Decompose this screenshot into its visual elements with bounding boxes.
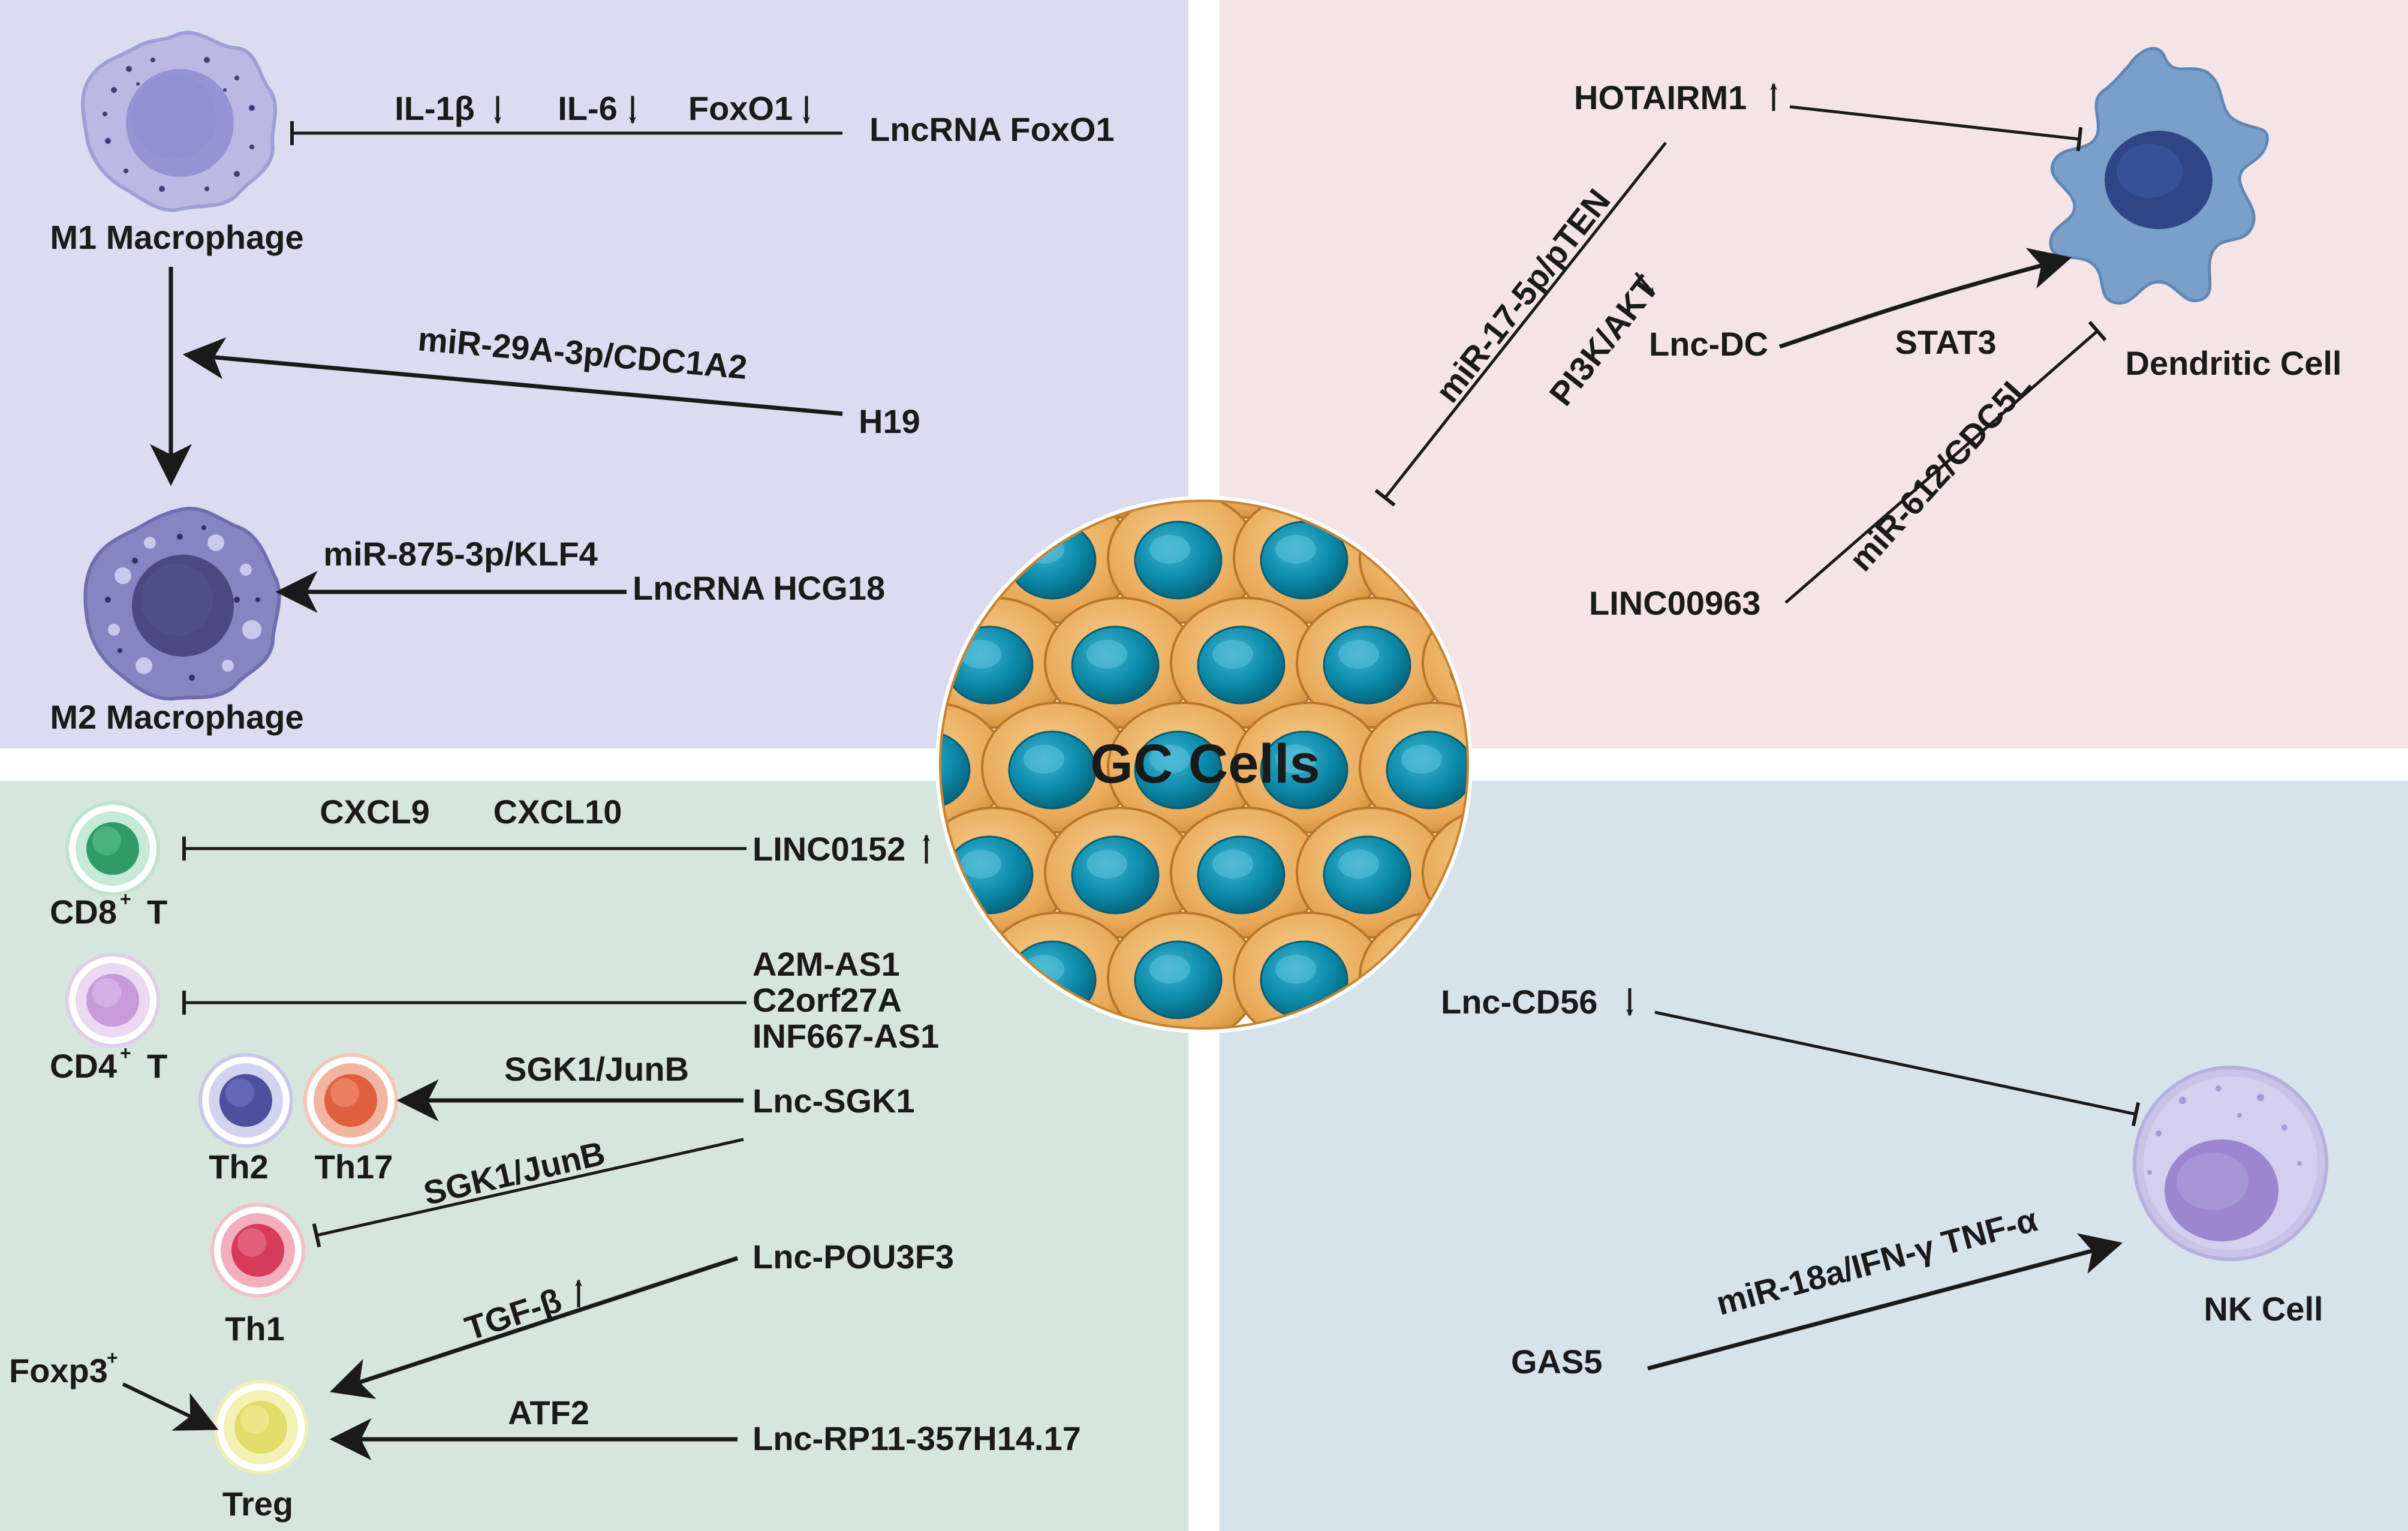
gc-cell (981, 702, 1133, 834)
gc-cell (1296, 807, 1448, 939)
lnc-dc-label: Lnc-DC (1649, 325, 1768, 363)
cd4-label: CD4 (50, 1047, 117, 1085)
il1b-label: IL-1β (395, 89, 475, 127)
pi3k-down-arrow (1635, 272, 1655, 295)
gc-cell (1296, 597, 1448, 729)
foxp3-plus: + (107, 1347, 118, 1368)
hotairm1-inhibit-gc-line (1374, 142, 1667, 507)
gc-cell (1170, 807, 1322, 939)
m2-macrophage-label: M2 Macrophage (50, 698, 303, 736)
stat3-label: STAT3 (1895, 323, 1996, 361)
lnc-cd56-label: Lnc-CD56 (1441, 983, 1597, 1021)
gc-cell (1107, 912, 1259, 1028)
th17-label: Th17 (315, 1148, 393, 1186)
lnc-pou3f3-arrow (330, 1256, 739, 1399)
th1-cell-icon (210, 1203, 305, 1298)
cxcl10-label: CXCL10 (493, 793, 622, 831)
gc-cell (1170, 597, 1322, 729)
gc-cell (1107, 702, 1259, 834)
dendritic-cell-label: Dendritic Cell (2126, 344, 2342, 382)
gc-cell (1359, 702, 1468, 834)
lnc-sgk1-label: Lnc-SGK1 (752, 1082, 915, 1120)
m1-macrophage-icon (81, 31, 278, 212)
lnc-rp11-label: Lnc-RP11-357H14.17 (752, 1419, 1081, 1457)
cd4-t-label: T (147, 1047, 167, 1085)
gas5-label: GAS5 (1511, 1343, 1603, 1380)
treg-label: Treg (222, 1485, 293, 1523)
m1-macrophage-label: M1 Macrophage (50, 218, 303, 256)
lnc-pou3f3-label: Lnc-POU3F3 (752, 1238, 954, 1276)
nk-cell-icon (2133, 1066, 2328, 1261)
th2-cell-icon (198, 1053, 293, 1148)
th1-inhibit-line (312, 1138, 744, 1248)
cd8-plus: + (120, 888, 131, 910)
treg-cell-icon (213, 1380, 308, 1475)
il6-label: IL-6 (558, 89, 618, 127)
cd8-label: CD8 (50, 893, 117, 931)
c2orf27a-label: C2orf27A (752, 981, 902, 1019)
gc-cell (1044, 807, 1196, 939)
gc-cell (1233, 702, 1385, 834)
gc-cells-label: GC Cells (1090, 733, 1320, 795)
m2-macrophage-icon (83, 507, 281, 701)
h19-arrow (182, 337, 843, 416)
inf667-as1-label: INF667-AS1 (752, 1017, 939, 1055)
lnc-cd56-inhibit-line (1654, 1010, 2141, 1127)
cd4-plus: + (120, 1042, 131, 1064)
linc00963-label: LINC00963 (1589, 584, 1760, 622)
cd8-t-cell-icon (65, 801, 160, 896)
lnc-dc-arrow (1778, 248, 2072, 349)
gas5-arrow (1647, 1233, 2123, 1371)
linc00963-inhibit-line (1784, 320, 2107, 604)
cxcl9-label: CXCL9 (320, 793, 430, 831)
linc0152-label: LINC0152 (752, 830, 905, 868)
h19-label: H19 (859, 402, 920, 440)
th1-label: Th1 (225, 1310, 285, 1347)
cd8-t-label: T (147, 893, 167, 931)
hotairm1-label: HOTAIRM1 (1574, 79, 1747, 116)
cd4-t-cell-icon (65, 953, 160, 1048)
foxp3-label: Foxp3 (9, 1352, 108, 1389)
atf2-label: ATF2 (508, 1394, 589, 1431)
gc-cell (1170, 501, 1322, 519)
hotairm1-inhibit-dc-line (1789, 105, 2083, 152)
th17-cell-icon (303, 1053, 398, 1148)
th2-label: Th2 (209, 1148, 269, 1186)
lncrna-foxo1-label: LncRNA FoxO1 (869, 110, 1115, 148)
gc-cell (1044, 501, 1196, 519)
nk-cell-label: NK Cell (2204, 1290, 2323, 1328)
a2m-as1-label: A2M-AS1 (752, 945, 900, 983)
dendritic-cell-icon (2049, 47, 2269, 305)
mir875-label: miR-875-3p/KLF4 (323, 535, 597, 573)
hcg18-label: LncRNA HCG18 (633, 569, 885, 607)
sgk1-junb-label-1: SGK1/JunB (504, 1050, 689, 1088)
foxp3-arrow (122, 1382, 219, 1431)
foxo1-label: FoxO1 (688, 89, 793, 127)
